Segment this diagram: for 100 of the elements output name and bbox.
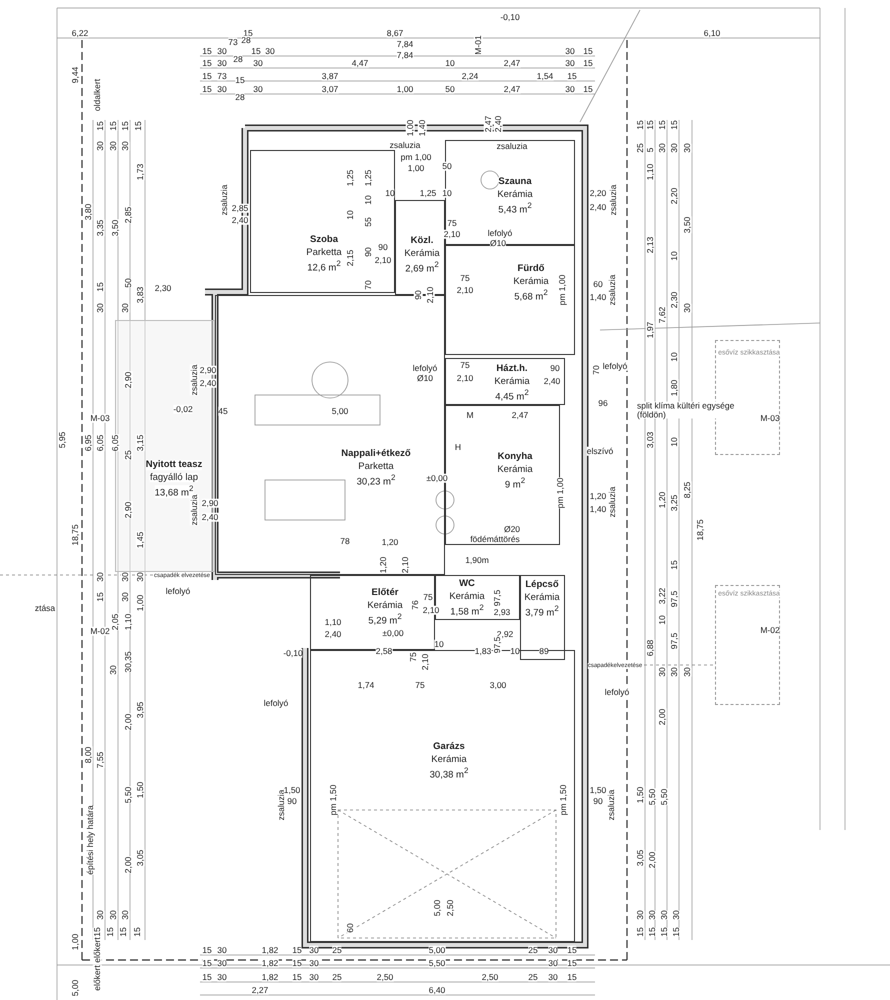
dimension-label: 10 xyxy=(658,615,666,625)
dimension-label: 15 xyxy=(660,927,668,937)
dimension-label: 25 xyxy=(332,972,342,982)
note-label: lefolyó xyxy=(166,586,190,596)
dimension-label: 50 xyxy=(124,278,132,288)
dimension-label: 78 xyxy=(340,536,350,546)
dimension-label: 2,47 xyxy=(504,58,520,68)
dimension-label: 10 xyxy=(445,58,455,68)
dimension-label: 10 xyxy=(670,251,678,261)
room-area: 5,43 m$^{2}$ xyxy=(498,202,532,215)
dimension-label: M-02 xyxy=(90,626,110,636)
dimension-label: 1,54 xyxy=(536,72,554,80)
dimension-label: 10 xyxy=(670,437,678,447)
dimension-label: 45 xyxy=(218,406,228,416)
dimension-label: 3,05 xyxy=(136,850,144,866)
note-label: előkert xyxy=(92,965,102,991)
dimension-label: -0,02 xyxy=(173,404,193,414)
dimension-label: 8,67 xyxy=(386,28,404,38)
dimension-label: 1,00 xyxy=(408,164,424,172)
dimension-label: 2,30 xyxy=(670,292,678,308)
dimension-label: 2,27 xyxy=(252,986,268,994)
dimension-label: 2,40 xyxy=(544,376,560,386)
dimension-label: -0,10 xyxy=(500,12,520,22)
dimension-label: 6,10 xyxy=(704,28,720,38)
dimension-label: 15 xyxy=(292,958,302,968)
dimension-label: 2,30 xyxy=(154,284,172,292)
dimension-label: 30 xyxy=(682,143,692,153)
dimension-label: 30 xyxy=(217,946,227,954)
room xyxy=(520,575,565,660)
dimension-label: ±0,00 xyxy=(382,628,404,638)
dimension-label: 3,22 xyxy=(658,588,666,604)
dimension-label: 90 xyxy=(593,796,603,806)
note-label: előkert xyxy=(92,937,102,963)
dimension-label: 30 xyxy=(120,592,130,602)
dimension-label: -0,10 xyxy=(283,648,303,658)
dimension-label: 2,00 xyxy=(124,714,132,730)
dimension-label: 5,50 xyxy=(660,788,668,806)
dimension-label: 1,82 xyxy=(262,946,278,954)
dimension-label: 5,50 xyxy=(648,788,656,806)
dimension-label: 30 xyxy=(672,910,680,920)
dimension-label: 90 xyxy=(287,796,297,806)
dimension-label: 2,10 xyxy=(422,606,440,614)
dimension-label: 2,00 xyxy=(124,856,132,874)
dimension-label: 2,10 xyxy=(374,256,392,264)
dimension-label: 30 xyxy=(265,46,275,56)
note-label: lefolyó xyxy=(488,228,512,238)
dimension-label: pm 1,00 xyxy=(558,274,566,306)
dimension-label: 75 xyxy=(460,274,470,282)
dimension-label: M-01 xyxy=(474,35,482,55)
dimension-label: 10 xyxy=(670,352,678,362)
dimension-label: 30 xyxy=(548,972,558,982)
dimension-label: 7,84 xyxy=(396,40,414,48)
dimension-label: 2,90 xyxy=(200,366,216,374)
dimension-label: 15 xyxy=(202,46,212,56)
dimension-label: 1,97 xyxy=(646,322,654,338)
dimension-label: 10 xyxy=(434,640,444,648)
dimension-label: 9,44 xyxy=(70,66,80,84)
note-label: zsaluzia xyxy=(608,486,616,518)
dimension-label: 3,95 xyxy=(136,702,144,718)
dimension-label: 3,83 xyxy=(136,286,144,304)
dimension-label: Ø10 xyxy=(490,238,506,248)
dimension-label: 30 xyxy=(660,910,668,920)
dimension-label: 3,03 xyxy=(646,432,654,448)
note-label: H xyxy=(454,442,462,452)
dimension-label: 3,05 xyxy=(636,850,644,866)
dimension-label: M-02 xyxy=(760,626,780,634)
dimension-label: 15 xyxy=(648,927,656,937)
dimension-label: 8,00 xyxy=(84,746,92,764)
dimension-label: 30 xyxy=(217,958,227,968)
dimension-label: 15 xyxy=(96,282,104,292)
dimension-label: 1,50 xyxy=(636,786,644,804)
room-name: Lépcső xyxy=(525,580,559,590)
dimension-label: 2,13 xyxy=(646,236,654,254)
dimension-label: 30 xyxy=(682,303,692,313)
dimension-label: M-03 xyxy=(760,414,780,422)
dimension-label: 15 xyxy=(202,58,212,68)
dimension-label: 15 xyxy=(202,946,212,954)
dimension-label: 1,25 xyxy=(346,170,354,186)
room-area: 30,23 m$^{2}$ xyxy=(356,474,396,487)
dimension-label: ±0,00 xyxy=(426,474,448,482)
dimension-label: 3,07 xyxy=(322,84,338,94)
room-floor: Kerámia xyxy=(497,190,533,200)
room-area: 5,29 m$^{2}$ xyxy=(368,613,402,626)
note-label: zsaluzia xyxy=(390,140,420,150)
dimension-label: 30 xyxy=(565,84,575,94)
dimension-label: 2,20 xyxy=(590,188,606,198)
room-floor: Kerámia xyxy=(494,376,530,386)
dimension-label: 2,40 xyxy=(494,116,502,132)
dimension-label: 25 xyxy=(332,946,342,954)
dimension-label: 6,05 xyxy=(110,434,120,452)
dimension-label: 30 xyxy=(548,958,558,968)
room-area: 1,58 m$^{2}$ xyxy=(450,604,484,617)
dimension-label: 2,47 xyxy=(512,410,528,420)
room-name: Előtér xyxy=(372,588,398,598)
dimension-label: 2,00 xyxy=(648,852,656,868)
dimension-label: 3,35 xyxy=(96,220,104,236)
dimension-label: 15 xyxy=(583,84,593,94)
dimension-label: 25 xyxy=(124,450,132,460)
dimension-label: 50 xyxy=(445,84,455,94)
note-label: zsaluzia xyxy=(496,142,528,150)
